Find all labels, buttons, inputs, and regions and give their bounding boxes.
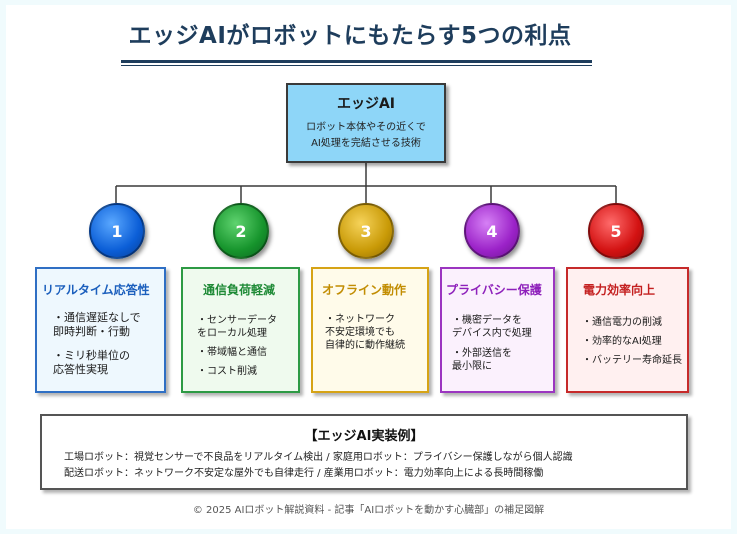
example-line: 配送ロボット：ネットワーク不安定な屋外でも自律走行 / 産業用ロボット：電力効率… <box>64 468 544 479</box>
benefit-card-bandwidth: 通信負荷軽減 ・センサーデータ をローカル処理 ・帯域幅と通信 ・コスト削減 <box>181 267 300 393</box>
title-underline <box>121 60 592 63</box>
benefit-card-offline: オフライン動作 ・ネットワーク 不安定環境でも 自律的に動作継続 <box>311 267 429 393</box>
benefit-title: 電力効率向上 <box>583 283 656 297</box>
benefit-title: オフライン動作 <box>322 283 407 297</box>
examples-box: 【エッジAI実装例】 工場ロボット：視覚センサーで不良品をリアルタイム検出 / … <box>40 414 688 490</box>
benefit-item: ・外部送信を 最小限に <box>452 348 512 372</box>
benefit-item: ・ネットワーク 不安定環境でも 自律的に動作継続 <box>325 314 405 351</box>
benefit-item: ・機密データを デバイス内で処理 <box>452 315 532 339</box>
benefit-title: 通信負荷軽減 <box>203 283 276 297</box>
title-underline-thin <box>121 65 592 66</box>
benefit-number-3: 3 <box>338 203 394 259</box>
benefit-item: ・帯域幅と通信 <box>197 347 267 358</box>
example-line: 工場ロボット：視覚センサーで不良品をリアルタイム検出 / 家庭用ロボット：プライ… <box>64 452 573 463</box>
benefit-item: ・ミリ秒単位の 応答性実現 <box>53 349 130 376</box>
benefit-card-realtime: リアルタイム応答性 ・通信遅延なしで 即時判断・行動 ・ミリ秒単位の 応答性実現 <box>35 267 166 393</box>
connector-lines <box>115 163 617 203</box>
diagram-title: エッジAIがロボットにもたらす5つの利点 <box>128 23 572 49</box>
benefit-card-privacy: プライバシー保護 ・機密データを デバイス内で処理 ・外部送信を 最小限に <box>440 267 555 393</box>
benefit-title: プライバシー保護 <box>446 283 542 297</box>
benefit-number-5: 5 <box>588 203 644 259</box>
benefit-number-1: 1 <box>89 203 145 259</box>
benefit-item: ・バッテリー寿命延長 <box>582 355 682 366</box>
benefit-number-2: 2 <box>213 203 269 259</box>
examples-title: 【エッジAI実装例】 <box>304 429 424 444</box>
footer-credit: © 2025 AIロボット解説資料 - 記事「AIロボットを動かす心臓部」の補足… <box>192 505 545 516</box>
benefit-item: ・コスト削減 <box>197 366 257 377</box>
benefit-item: ・通信遅延なしで 即時判断・行動 <box>53 311 141 338</box>
benefit-card-power: 電力効率向上 ・通信電力の削減 ・効率的なAI処理 ・バッテリー寿命延長 <box>566 267 689 393</box>
benefit-item: ・センサーデータ をローカル処理 <box>197 315 277 339</box>
edge-ai-box: エッジAI ロボット本体やその近くで AI処理を完結させる技術 <box>286 83 446 163</box>
benefit-item: ・通信電力の削減 <box>582 317 662 328</box>
benefit-number-4: 4 <box>464 203 520 259</box>
benefit-title: リアルタイム応答性 <box>42 283 150 297</box>
edge-ai-title: エッジAI <box>336 96 396 112</box>
benefit-item: ・効率的なAI処理 <box>582 336 662 347</box>
edge-ai-description: ロボット本体やその近くで AI処理を完結させる技術 <box>306 122 426 149</box>
